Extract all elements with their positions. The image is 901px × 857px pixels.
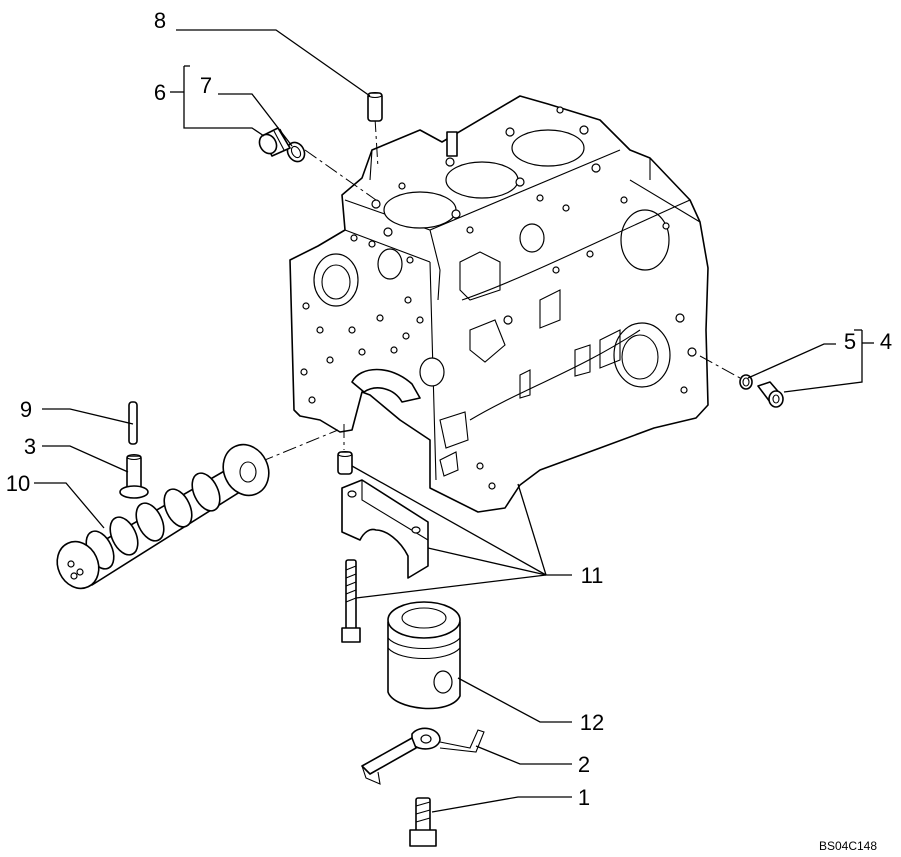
figure-code: BS04C148 xyxy=(819,839,877,853)
assembly-center-lines xyxy=(259,117,741,463)
callout-6: 6 xyxy=(154,80,166,105)
engine-block xyxy=(289,95,709,513)
camshaft xyxy=(56,443,270,590)
callout-1: 1 xyxy=(578,785,590,810)
plug-left xyxy=(258,127,291,157)
callout-8: 8 xyxy=(154,8,166,33)
tappet xyxy=(119,453,149,499)
banjo-bolt xyxy=(409,797,437,847)
seal-ring-left xyxy=(286,141,306,163)
piston xyxy=(387,601,461,710)
callout-5: 5 xyxy=(844,329,856,354)
seal-ring-right xyxy=(739,374,753,390)
callout-9: 9 xyxy=(20,397,32,422)
main-bearing-cap-kit xyxy=(337,450,429,643)
dowel-pin xyxy=(367,91,383,122)
callout-12: 12 xyxy=(580,710,604,735)
leader-lines xyxy=(34,29,874,813)
callout-labels: 8 6 7 5 4 9 3 10 11 12 2 1 xyxy=(6,8,892,810)
plug-right xyxy=(757,381,784,408)
callout-11: 11 xyxy=(581,563,604,588)
callout-2: 2 xyxy=(578,752,590,777)
callout-4: 4 xyxy=(880,329,892,354)
callout-7: 7 xyxy=(200,73,212,98)
callout-10: 10 xyxy=(6,471,30,496)
oil-jet-nozzle xyxy=(361,727,485,785)
callout-3: 3 xyxy=(24,434,36,459)
